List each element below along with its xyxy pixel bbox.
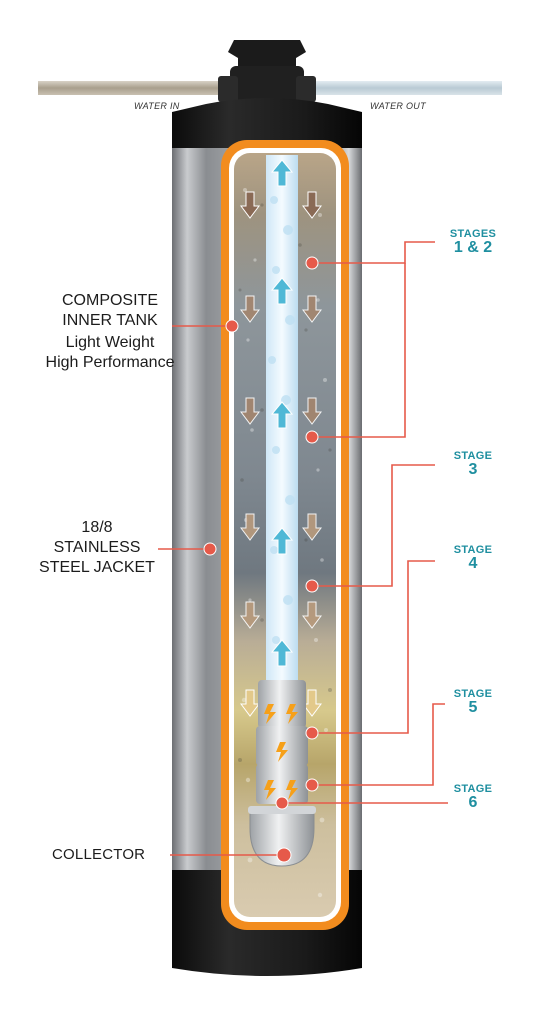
callout-dot (305, 256, 319, 270)
callout-dot (203, 542, 217, 556)
valve-knob (228, 40, 306, 70)
flow-up-arrow-icon (270, 401, 294, 429)
flow-down-arrow-icon (302, 397, 322, 425)
collector-label: COLLECTOR (52, 846, 146, 863)
lightning-icon (276, 742, 288, 762)
leader-lines (158, 241, 448, 856)
steel-jacket-label: 18/8 STAINLESS STEEL JACKET (32, 518, 162, 578)
outlet-pipe (310, 81, 502, 95)
stage-4-label: STAGE 4 (436, 545, 510, 572)
steel-line1: 18/8 (81, 519, 113, 536)
flow-down-arrow-icon (240, 191, 260, 219)
stage-title: STAGE (453, 544, 493, 556)
top-cap (172, 98, 362, 150)
flow-down-arrow-icon (240, 689, 260, 717)
collector-housing (249, 809, 315, 867)
lightning-icon (286, 780, 298, 800)
stage-number: 1 & 2 (453, 239, 493, 256)
callout-dot (305, 778, 319, 792)
composite-line1: COMPOSITE (61, 292, 158, 309)
stage-number: 3 (468, 461, 478, 478)
flow-down-arrow-icon (302, 295, 322, 323)
stage-1-2-label: STAGES 1 & 2 (436, 229, 510, 256)
composite-inner-tank-label: COMPOSITE INNER TANK Light Weight High P… (36, 291, 184, 373)
composite-line3: Light Weight (65, 334, 155, 351)
steel-line2: STAINLESS (53, 539, 141, 556)
stage-number: 6 (468, 794, 478, 811)
lightning-icon (264, 780, 276, 800)
flow-down-arrow-icon (240, 295, 260, 323)
callout-dot (305, 579, 319, 593)
callout-dot (225, 319, 239, 333)
flow-down-arrow-icon (240, 513, 260, 541)
stage-6-label: STAGE 6 (436, 784, 510, 811)
stage-title: STAGE (453, 450, 493, 462)
inlet-pipe (38, 81, 234, 95)
flow-down-arrow-icon (240, 397, 260, 425)
stage-title: STAGES (449, 228, 497, 240)
stage-cartridge-top (258, 680, 306, 728)
flow-up-arrow-icon (270, 527, 294, 555)
flow-down-arrow-icon (302, 191, 322, 219)
water-in-label: WATER IN (134, 101, 180, 111)
lightning-icon (286, 704, 298, 724)
flow-up-arrow-icon (270, 159, 294, 187)
lightning-icon (264, 704, 276, 724)
callout-dot (305, 726, 319, 740)
flow-up-arrow-icon (270, 277, 294, 305)
callout-dot (305, 430, 319, 444)
flow-down-arrow-icon (302, 601, 322, 629)
steel-line3: STEEL JACKET (39, 559, 155, 576)
flow-down-arrow-icon (302, 689, 322, 717)
callout-dot (275, 796, 289, 810)
flow-down-arrow-icon (240, 601, 260, 629)
stage-3-label: STAGE 3 (436, 451, 510, 478)
stage-title: STAGE (453, 688, 493, 700)
composite-line4: High Performance (45, 354, 175, 371)
stage-title: STAGE (453, 783, 493, 795)
flow-up-arrow-icon (270, 639, 294, 667)
stage-number: 5 (468, 699, 478, 716)
water-out-label: WATER OUT (370, 101, 426, 111)
stage-number: 4 (468, 555, 478, 572)
composite-line2: INNER TANK (62, 312, 158, 329)
flow-down-arrow-icon (302, 513, 322, 541)
stage-5-label: STAGE 5 (436, 689, 510, 716)
callout-dot (276, 847, 292, 863)
